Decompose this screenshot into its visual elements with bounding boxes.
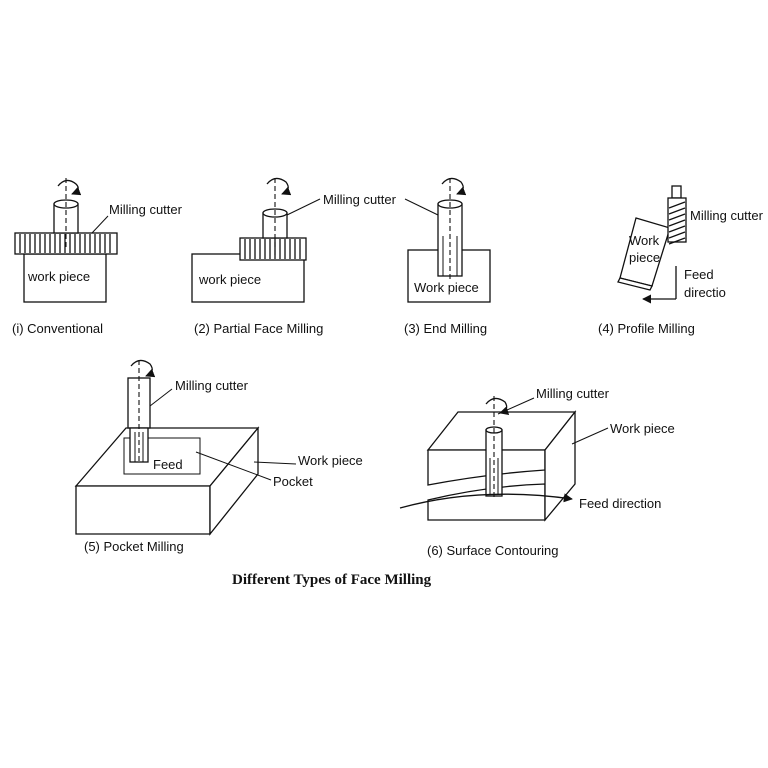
label-pocket: Pocket [273,474,313,489]
hatch-line [668,213,686,221]
rotation-arrow-icon [485,397,510,416]
leader-line [286,198,321,216]
workpiece-front [75,485,211,535]
label-directio: directio [684,285,726,300]
label-work-piece: Work piece [610,421,675,436]
label-work: Work [629,233,660,248]
hatch-line [668,225,686,233]
caption-pocket-milling: (5) Pocket Milling [84,539,184,554]
feed-arrow-icon [399,493,573,509]
rotation-arrow-icon [130,359,156,378]
diagram-partial-face: Milling cutter work piece (2) Partial Fa… [191,177,439,336]
diagram-conventional: Milling cutter work piece (i) Convention… [12,178,183,336]
cutter-teeth-row [239,237,307,261]
workpiece-side [544,410,576,522]
hatch-line [668,201,686,209]
figure-title: Different Types of Face Milling [232,572,432,588]
label-work-piece: Work piece [414,280,479,295]
caption-surface-contouring: (6) Surface Contouring [427,543,559,558]
diagram-pocket-milling: Feed Milling cutter Work piece Pocket (5… [74,359,363,554]
diagram-profile-milling: Work piece Milling cutter Feed directio … [598,185,764,336]
caption-profile-milling: (4) Profile Milling [598,321,695,336]
label-work-piece: Work piece [298,453,363,468]
rotation-arrow-icon [266,177,292,196]
rotation-arrow-icon [57,179,82,196]
label-work-piece: work piece [27,269,90,284]
caption-conventional: (i) Conventional [12,321,103,336]
rotation-arrow-icon [441,177,467,196]
label-milling-cutter-cut: Milling cutter [690,208,764,223]
profile-cutter [667,185,687,245]
caption-partial-face: (2) Partial Face Milling [194,321,323,336]
hatch-line [668,231,686,239]
label-feed: Feed [684,267,714,282]
label-milling-cutter: Milling cutter [536,386,610,401]
label-feed-direction: Feed direction [579,496,661,511]
diagram-end-milling: Work piece (3) End Milling [404,177,491,336]
hatch-line [668,237,686,245]
leader-line [91,215,109,234]
hatch-line [668,219,686,227]
workpiece-block [23,253,107,303]
label-milling-cutter: Milling cutter [109,202,183,217]
label-milling-cutter: Milling cutter [175,378,249,393]
diagram-surface-contouring: Milling cutter Work piece Feed direction… [399,386,675,558]
label-feed: Feed [153,457,183,472]
label-work-piece: work piece [198,272,261,287]
workpiece-block [191,253,305,303]
leader-line [404,198,439,216]
workpiece-side [209,426,259,536]
caption-end-milling: (3) End Milling [404,321,487,336]
pocket-outline [123,437,201,475]
label-piece: piece [629,250,660,265]
label-milling-cutter-shared: Milling cutter [323,192,397,207]
hatch-line [668,207,686,215]
